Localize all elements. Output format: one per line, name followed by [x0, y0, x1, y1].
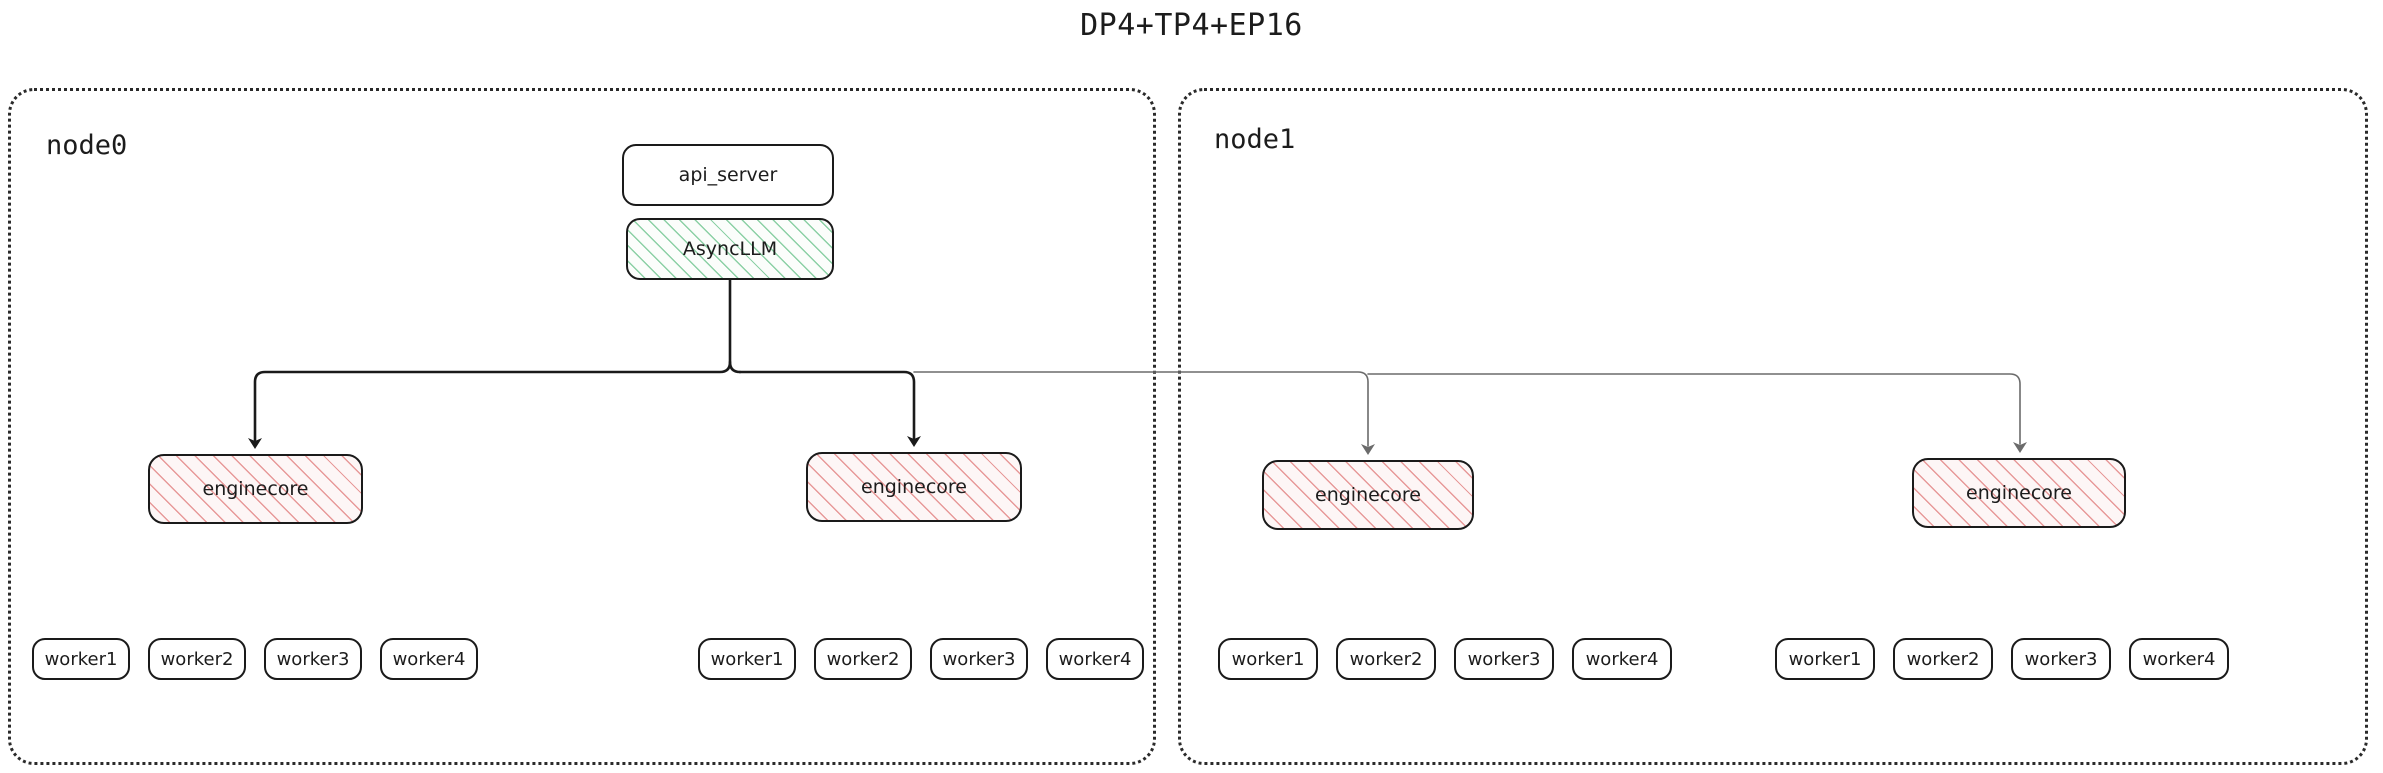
node1-enginecore-0: enginecore	[1262, 460, 1474, 530]
page-title: DP4+TP4+EP16	[1080, 8, 1303, 43]
node1-group0-worker2: worker2	[1336, 638, 1436, 680]
node1-group0-worker3: worker3	[1454, 638, 1554, 680]
node1-group0-worker4: worker4	[1572, 638, 1672, 680]
node1-group0-worker1: worker1	[1218, 638, 1318, 680]
node1-group1-worker1: worker1	[1775, 638, 1875, 680]
node-label-node0: node0	[46, 130, 128, 161]
node0-group1-worker1: worker1	[698, 638, 796, 680]
node1-group1-worker3: worker3	[2011, 638, 2111, 680]
node0-group1-worker2: worker2	[814, 638, 912, 680]
node0-group0-worker3: worker3	[264, 638, 362, 680]
node-label-node1: node1	[1214, 124, 1296, 155]
node1-enginecore-1: enginecore	[1912, 458, 2126, 528]
node0-group0-worker4: worker4	[380, 638, 478, 680]
node0-async_llm: AsyncLLM	[626, 218, 834, 280]
node0-enginecore-0: enginecore	[148, 454, 363, 524]
node0-enginecore-1: enginecore	[806, 452, 1022, 522]
node0-group1-worker4: worker4	[1046, 638, 1144, 680]
node1-group1-worker4: worker4	[2129, 638, 2229, 680]
node1-group1-worker2: worker2	[1893, 638, 1993, 680]
node0-group0-worker1: worker1	[32, 638, 130, 680]
node0-group1-worker3: worker3	[930, 638, 1028, 680]
node0-api_server: api_server	[622, 144, 834, 206]
node0-group0-worker2: worker2	[148, 638, 246, 680]
